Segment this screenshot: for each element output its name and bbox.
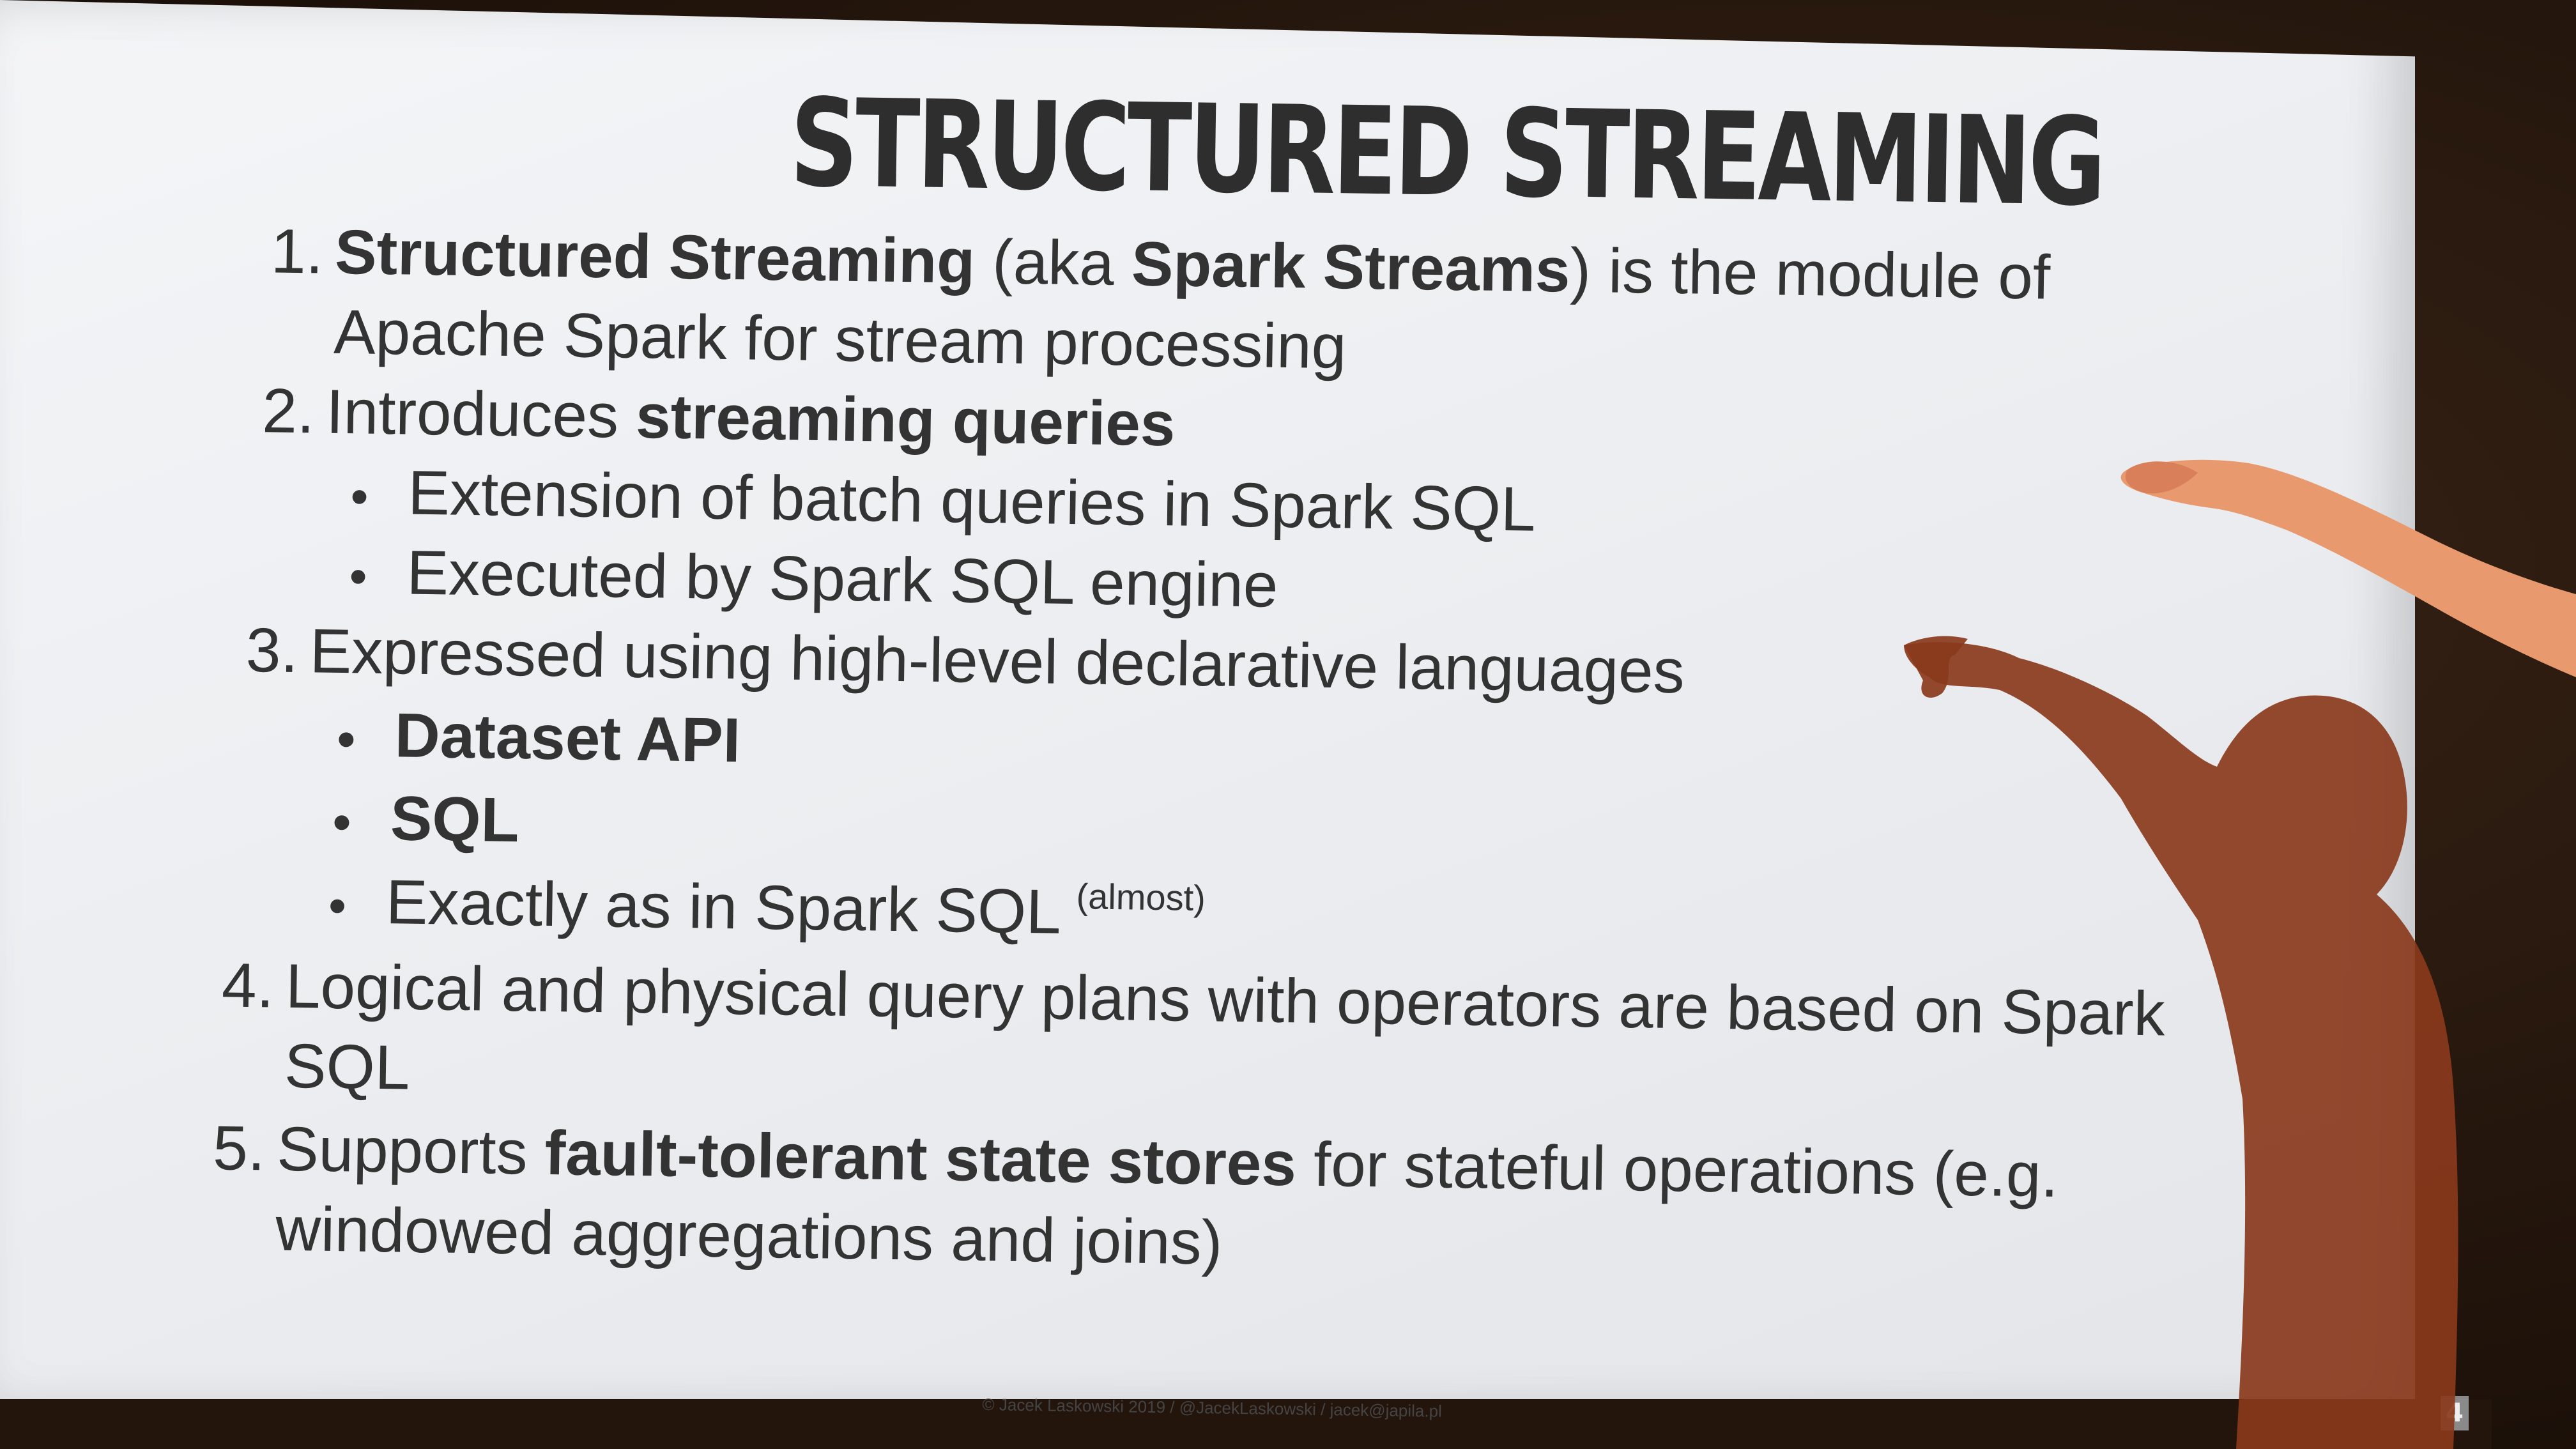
- screen-bottom-edge: [0, 1399, 2492, 1449]
- presenter-shadow: [1904, 642, 2458, 1449]
- presenter-arm: [2120, 459, 2576, 677]
- projection-screen: [0, 0, 2415, 1412]
- hand-shadow: [1904, 636, 1968, 698]
- hand-icon: [2125, 461, 2198, 494]
